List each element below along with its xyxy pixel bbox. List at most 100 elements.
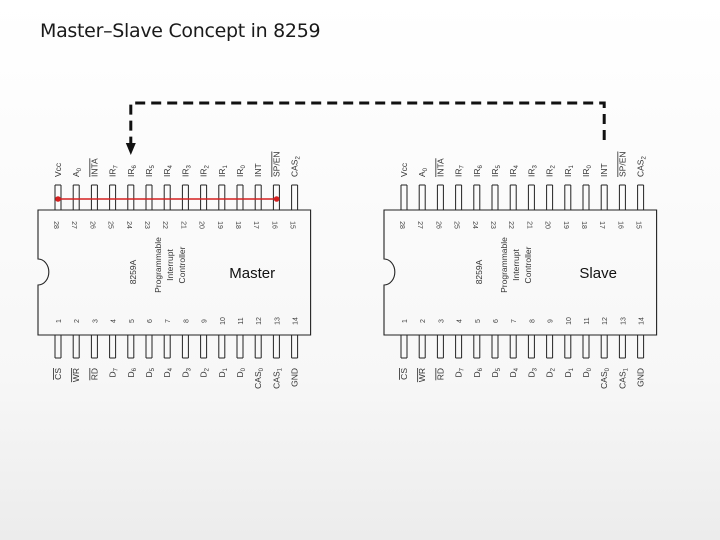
pin-label: INT: [253, 163, 263, 177]
master-chip: 28Vcc27A026INTA25IR724IR623IR522IR421IR3…: [37, 151, 312, 389]
pin-label: IR0: [581, 165, 593, 178]
pin-number: 22: [507, 221, 514, 229]
slave-chip-body: [383, 209, 658, 336]
pin-number: 12: [602, 317, 609, 325]
pin-number: 4: [111, 319, 118, 323]
pin-label: CAS2: [290, 156, 302, 177]
pin-label: IR1: [563, 165, 575, 178]
pin-number: 16: [616, 221, 623, 229]
pin-number: 23: [143, 221, 150, 229]
pin-label: CAS1: [617, 367, 629, 388]
master-description-line: Programmable: [153, 237, 163, 293]
pin-label: IR0: [235, 165, 247, 178]
pin-number: 6: [147, 319, 154, 323]
pin-label: D1: [217, 367, 229, 377]
pin-number: 13: [620, 317, 627, 325]
master-description-line: Interrupt: [165, 249, 175, 281]
pin-label: D4: [162, 367, 174, 377]
pin-number: 6: [493, 319, 500, 323]
pin-label: IR4: [508, 165, 520, 178]
pin-number: 28: [398, 221, 405, 229]
pin-number: 14: [639, 317, 646, 325]
pin-number: 18: [580, 221, 587, 229]
pin-number: 1: [402, 319, 409, 323]
pin-label: Vcc: [53, 162, 63, 177]
slave-description-line: Programmable: [499, 237, 509, 293]
pin-number: 27: [70, 221, 77, 229]
master-part-number: 8259A: [128, 259, 138, 284]
pin-number: 7: [165, 319, 172, 323]
pin-number: 5: [475, 319, 482, 323]
pin-number: 1: [56, 319, 63, 323]
pin-label: CS: [399, 368, 409, 380]
pin-label: CAS2: [636, 156, 648, 177]
pin-number: 10: [566, 317, 573, 325]
pin-number: 17: [598, 221, 605, 229]
pin-label: D0: [235, 367, 247, 377]
slave-int-to-master-ir6-connection: [129, 101, 606, 145]
pin-number: 8: [529, 319, 536, 323]
pin-label: D2: [199, 367, 211, 377]
pin-number: 5: [129, 319, 136, 323]
pin-number: 10: [220, 317, 227, 325]
slave-description-line: Interrupt: [511, 249, 521, 281]
pin-label: INTA: [435, 158, 445, 177]
pin-number: 20: [198, 221, 205, 229]
slave-description-line: Controller: [523, 246, 533, 283]
pin-number: 2: [74, 319, 81, 323]
pin-label: IR6: [472, 165, 484, 178]
pin-label: INTA: [89, 158, 99, 177]
pin-label: IR7: [108, 165, 120, 178]
pin-number: 17: [252, 221, 259, 229]
slide-title: Master–Slave Concept in 8259: [40, 20, 321, 42]
pin-label: SP/EN: [617, 151, 627, 177]
pin-label: D7: [454, 367, 466, 377]
pin-number: 9: [202, 319, 209, 323]
pin-number: 19: [216, 221, 223, 229]
pin-label: D0: [581, 367, 593, 377]
master-chip-body: [37, 209, 312, 336]
pin-label: IR3: [526, 165, 538, 178]
pin-label: D4: [508, 367, 520, 377]
pin-label: INT: [599, 163, 609, 177]
pin-number: 9: [548, 319, 555, 323]
pin-label: D6: [472, 367, 484, 377]
pin-number: 16: [270, 221, 277, 229]
pin-number: 26: [434, 221, 441, 229]
pin-number: 19: [562, 221, 569, 229]
master-description-line: Controller: [177, 246, 187, 283]
pin-label: RD: [89, 368, 99, 380]
pin-number: 28: [52, 221, 59, 229]
pin-label: D6: [126, 367, 138, 377]
slave-chip: 28Vcc27A026INTA25IR724IR623IR522IR421IR3…: [383, 151, 658, 389]
pin-label: D7: [108, 367, 120, 377]
master-pin-highlight-dot: [273, 196, 280, 202]
pin-label: D2: [545, 367, 557, 377]
pin-number: 11: [238, 317, 245, 324]
pin-number: 3: [92, 319, 99, 323]
pin-number: 27: [416, 221, 423, 229]
pin-label: IR2: [199, 165, 211, 178]
pin-label: CS: [53, 368, 63, 380]
slave-part-number: 8259A: [474, 259, 484, 284]
pin-number: 18: [234, 221, 241, 229]
pin-number: 24: [471, 221, 478, 229]
pin-label: IR4: [162, 165, 174, 178]
pin-number: 24: [125, 221, 132, 229]
pin-label: RD: [435, 368, 445, 380]
master-pin-highlight-dot: [55, 196, 61, 202]
pin-label: D5: [144, 367, 156, 377]
pin-label: IR6: [126, 165, 138, 178]
pin-number: 7: [511, 319, 518, 323]
pin-number: 3: [438, 319, 445, 323]
pin-label: CAS0: [253, 367, 265, 388]
pin-label: IR2: [545, 165, 557, 178]
pin-number: 15: [289, 221, 296, 229]
pin-label: WR: [417, 368, 427, 382]
pin-number: 21: [525, 221, 532, 229]
pin-label: IR3: [180, 165, 192, 178]
master-role-label: Master: [229, 265, 275, 282]
pin-label: IR5: [490, 165, 502, 178]
pin-number: 26: [88, 221, 95, 229]
pin-label: WR: [71, 368, 81, 382]
